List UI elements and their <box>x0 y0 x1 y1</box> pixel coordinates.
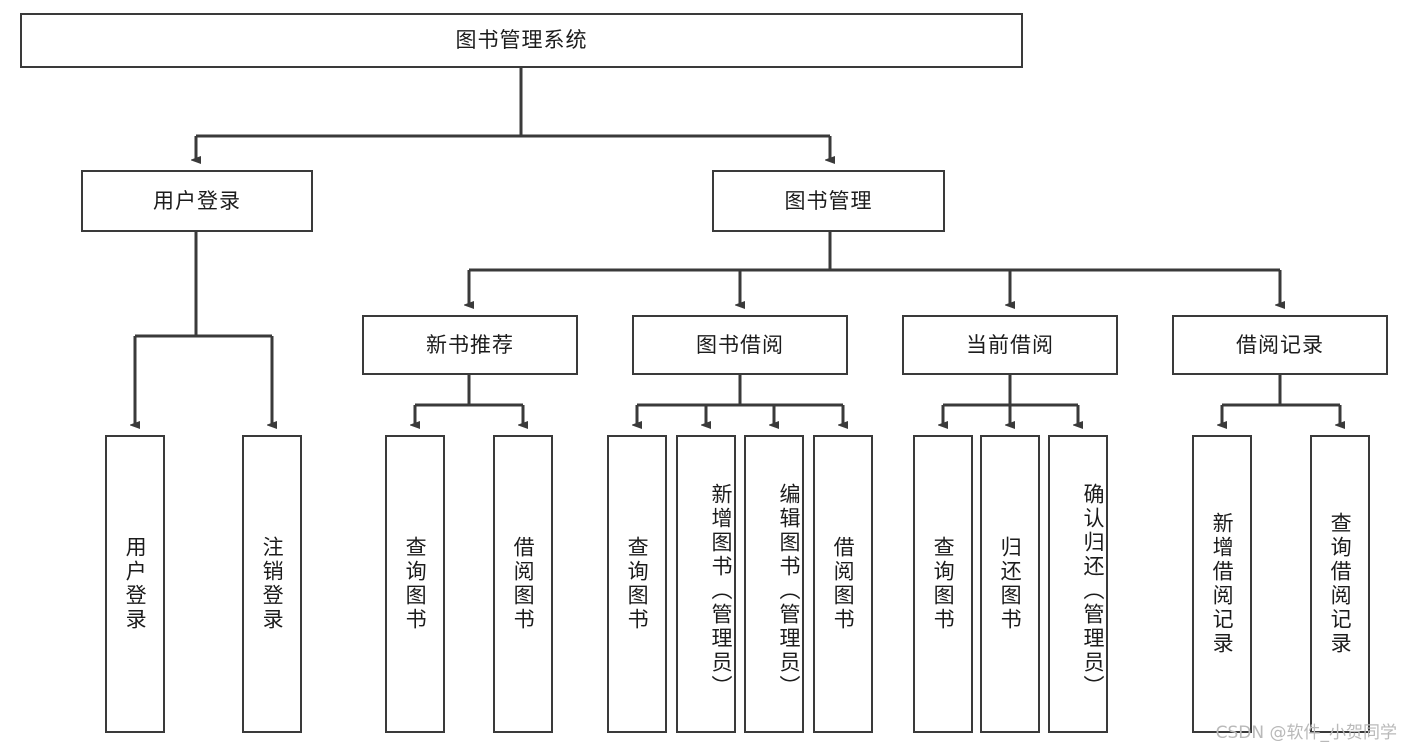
node-leaf-confirm-return[interactable]: 确认归还（管理员） <box>1048 435 1108 733</box>
node-book-manage-label: 图书管理 <box>784 188 873 213</box>
node-leaf-add-book[interactable]: 新增图书（管理员） <box>676 435 736 733</box>
node-leaf-query-book-2[interactable]: 查询图书 <box>607 435 667 733</box>
node-leaf-borrow-book-2-label: 借阅图书 <box>831 536 856 632</box>
node-leaf-borrow-book-1-label: 借阅图书 <box>511 536 536 632</box>
node-leaf-query-book-1-label: 查询图书 <box>403 536 428 632</box>
node-current-borrow[interactable]: 当前借阅 <box>902 315 1118 375</box>
node-borrow-record[interactable]: 借阅记录 <box>1172 315 1388 375</box>
node-new-book-recommend[interactable]: 新书推荐 <box>362 315 578 375</box>
node-book-borrow[interactable]: 图书借阅 <box>632 315 848 375</box>
node-leaf-borrow-book-2[interactable]: 借阅图书 <box>813 435 873 733</box>
node-leaf-query-book-3-label: 查询图书 <box>931 536 956 632</box>
node-leaf-edit-book-label: 编辑图书（管理员） <box>777 483 801 699</box>
node-leaf-user-login[interactable]: 用户登录 <box>105 435 165 733</box>
node-leaf-return-book-label: 归还图书 <box>998 536 1023 632</box>
node-leaf-query-book-3[interactable]: 查询图书 <box>913 435 973 733</box>
node-leaf-add-record[interactable]: 新增借阅记录 <box>1192 435 1252 733</box>
node-book-borrow-label: 图书借阅 <box>696 332 784 357</box>
node-leaf-confirm-return-label: 确认归还（管理员） <box>1081 483 1105 699</box>
node-root[interactable]: 图书管理系统 <box>20 13 1023 68</box>
node-current-borrow-label: 当前借阅 <box>966 332 1054 357</box>
node-leaf-borrow-book-1[interactable]: 借阅图书 <box>493 435 553 733</box>
node-leaf-return-book[interactable]: 归还图书 <box>980 435 1040 733</box>
watermark-text: CSDN @软件_小贺同学 <box>1215 723 1397 743</box>
node-leaf-add-record-label: 新增借阅记录 <box>1210 512 1235 656</box>
node-root-label: 图书管理系统 <box>455 28 588 53</box>
node-leaf-query-book-2-label: 查询图书 <box>625 536 650 632</box>
node-leaf-query-record-label: 查询借阅记录 <box>1328 512 1353 656</box>
node-new-book-recommend-label: 新书推荐 <box>426 332 514 357</box>
node-leaf-logout[interactable]: 注销登录 <box>242 435 302 733</box>
node-leaf-edit-book[interactable]: 编辑图书（管理员） <box>744 435 804 733</box>
node-leaf-query-record[interactable]: 查询借阅记录 <box>1310 435 1370 733</box>
node-user-login[interactable]: 用户登录 <box>81 170 313 232</box>
node-leaf-query-book-1[interactable]: 查询图书 <box>385 435 445 733</box>
node-leaf-add-book-label: 新增图书（管理员） <box>709 483 733 699</box>
node-user-login-label: 用户登录 <box>153 188 241 213</box>
node-leaf-user-login-label: 用户登录 <box>123 536 148 632</box>
node-borrow-record-label: 借阅记录 <box>1236 332 1324 357</box>
node-leaf-logout-label: 注销登录 <box>260 536 285 632</box>
node-book-manage[interactable]: 图书管理 <box>712 170 945 232</box>
